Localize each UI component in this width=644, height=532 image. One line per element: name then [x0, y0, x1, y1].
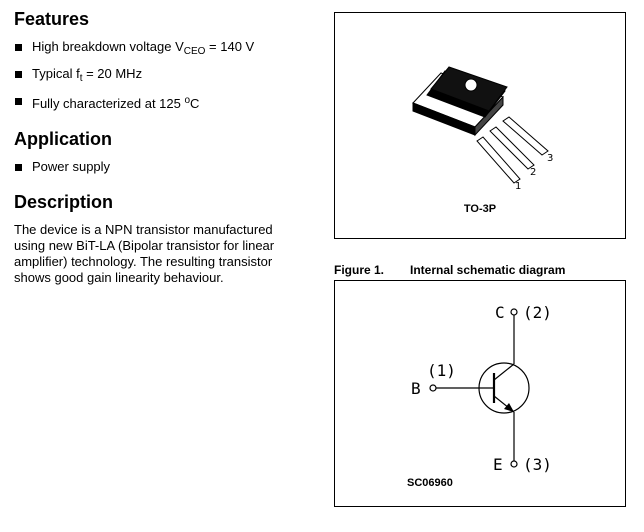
feature-subscript: CEO	[183, 46, 206, 57]
package-body	[412, 66, 508, 137]
emitter-label: E	[493, 455, 503, 474]
emitter-pin-label: (3)	[523, 455, 552, 474]
package-figure: 1 2 3 TO-3P	[334, 12, 626, 239]
pin-number-1: 1	[515, 181, 521, 192]
feature-value: = 140 V	[205, 39, 255, 54]
feature-text: Fully characterized at 125	[32, 96, 185, 111]
application-heading: Application	[14, 129, 112, 149]
to3p-package-drawing: 1 2 3	[412, 66, 553, 192]
collector-pin-label: (2)	[523, 303, 552, 322]
package-label: TO-3P	[463, 203, 497, 215]
features-list: High breakdown voltage VCEO = 140 V Typi…	[14, 36, 314, 115]
base-terminal	[429, 384, 437, 392]
schematic-reference: SC06960	[407, 477, 453, 489]
emitter-terminal	[510, 460, 518, 468]
base-label: B	[411, 379, 421, 398]
collector-label: C	[495, 303, 505, 322]
base-pin-label: (1)	[427, 361, 456, 380]
pin-number-2: 2	[530, 167, 536, 178]
feature-item: High breakdown voltage VCEO = 140 V	[14, 36, 314, 63]
collector-diagonal	[493, 363, 515, 381]
application-list: Power supply	[14, 156, 314, 178]
pin-number-3: 3	[547, 153, 553, 164]
features-heading: Features	[14, 9, 90, 29]
feature-text: High breakdown voltage V	[32, 39, 184, 54]
feature-text: Typical f	[32, 66, 80, 81]
feature-item: Fully characterized at 125 oC	[14, 90, 314, 115]
feature-value: C	[190, 96, 200, 111]
feature-value: = 20 MHz	[82, 66, 143, 81]
description-text: The device is a NPN transistor manufactu…	[14, 222, 275, 285]
feature-superscript: o	[184, 95, 191, 106]
figure-caption: Figure 1. Internal schematic diagram	[334, 263, 565, 277]
schematic-figure: C (2) B (1) E (3) SC06960	[334, 280, 626, 507]
description-heading: Description	[14, 192, 114, 212]
feature-item: Typical ft = 20 MHz	[14, 63, 314, 90]
figure-number: Figure 1.	[334, 263, 385, 277]
emitter-arrow-icon	[504, 403, 514, 412]
collector-terminal	[510, 308, 518, 316]
feature-subscript: t	[79, 73, 83, 84]
left-column: Features High breakdown voltage VCEO = 1…	[14, 8, 314, 286]
package-leads	[476, 116, 549, 184]
figure-title: Internal schematic diagram	[410, 263, 566, 277]
application-item: Power supply	[14, 156, 314, 178]
npn-transistor-schematic: C (2) B (1) E (3) SC06960	[407, 303, 552, 489]
